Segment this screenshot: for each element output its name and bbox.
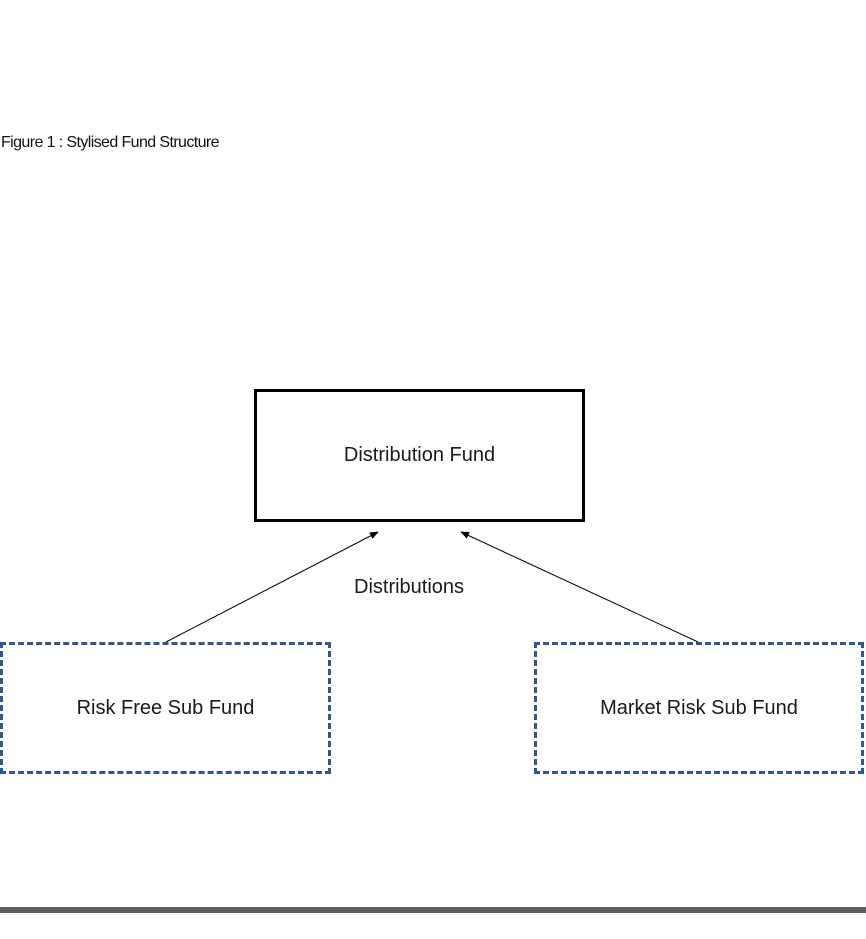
bottom-divider	[0, 907, 866, 913]
distributions-label: Distributions	[354, 576, 465, 598]
arrow-market-risk-to-distribution	[460, 531, 699, 643]
risk-free-sub-fund-box: Risk Free Sub Fund	[0, 642, 331, 774]
distribution-fund-box: Distribution Fund	[254, 389, 585, 522]
arrow-risk-free-to-distribution	[165, 531, 379, 643]
market-risk-sub-fund-box: Market Risk Sub Fund	[534, 642, 864, 774]
distribution-fund-label: Distribution Fund	[343, 444, 496, 466]
figure-caption: Figure 1 : Stylised Fund Structure	[1, 134, 220, 151]
market-risk-sub-fund-label: Market Risk Sub Fund	[600, 696, 798, 719]
risk-free-sub-fund-label: Risk Free Sub Fund	[76, 696, 255, 719]
